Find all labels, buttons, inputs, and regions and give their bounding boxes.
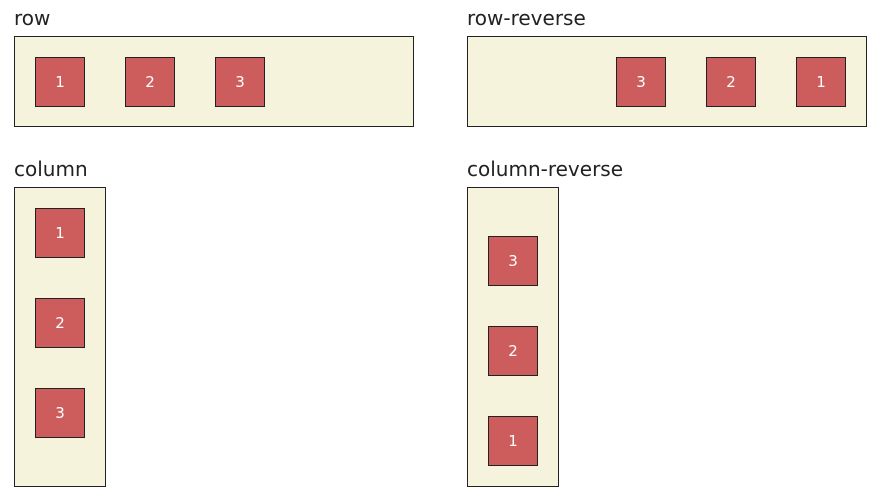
flex-container: 1 2 3 <box>14 187 106 487</box>
flex-item: 2 <box>125 57 175 107</box>
demo-title: column <box>14 157 88 181</box>
flex-item: 3 <box>616 57 666 107</box>
flex-item: 3 <box>215 57 265 107</box>
flex-item: 2 <box>35 298 85 348</box>
flex-item: 1 <box>488 416 538 466</box>
flex-container: 1 2 3 <box>467 187 559 487</box>
flex-item: 1 <box>796 57 846 107</box>
flex-item: 2 <box>488 326 538 376</box>
demo-title: row-reverse <box>467 6 586 30</box>
flex-item: 2 <box>706 57 756 107</box>
demo-title: column-reverse <box>467 157 624 181</box>
flex-container: 1 2 3 <box>467 36 867 127</box>
flex-item: 3 <box>35 388 85 438</box>
flex-container: 1 2 3 <box>14 36 414 127</box>
flex-item: 1 <box>35 208 85 258</box>
flex-item: 3 <box>488 236 538 286</box>
demo-title: row <box>14 6 51 30</box>
flex-item: 1 <box>35 57 85 107</box>
